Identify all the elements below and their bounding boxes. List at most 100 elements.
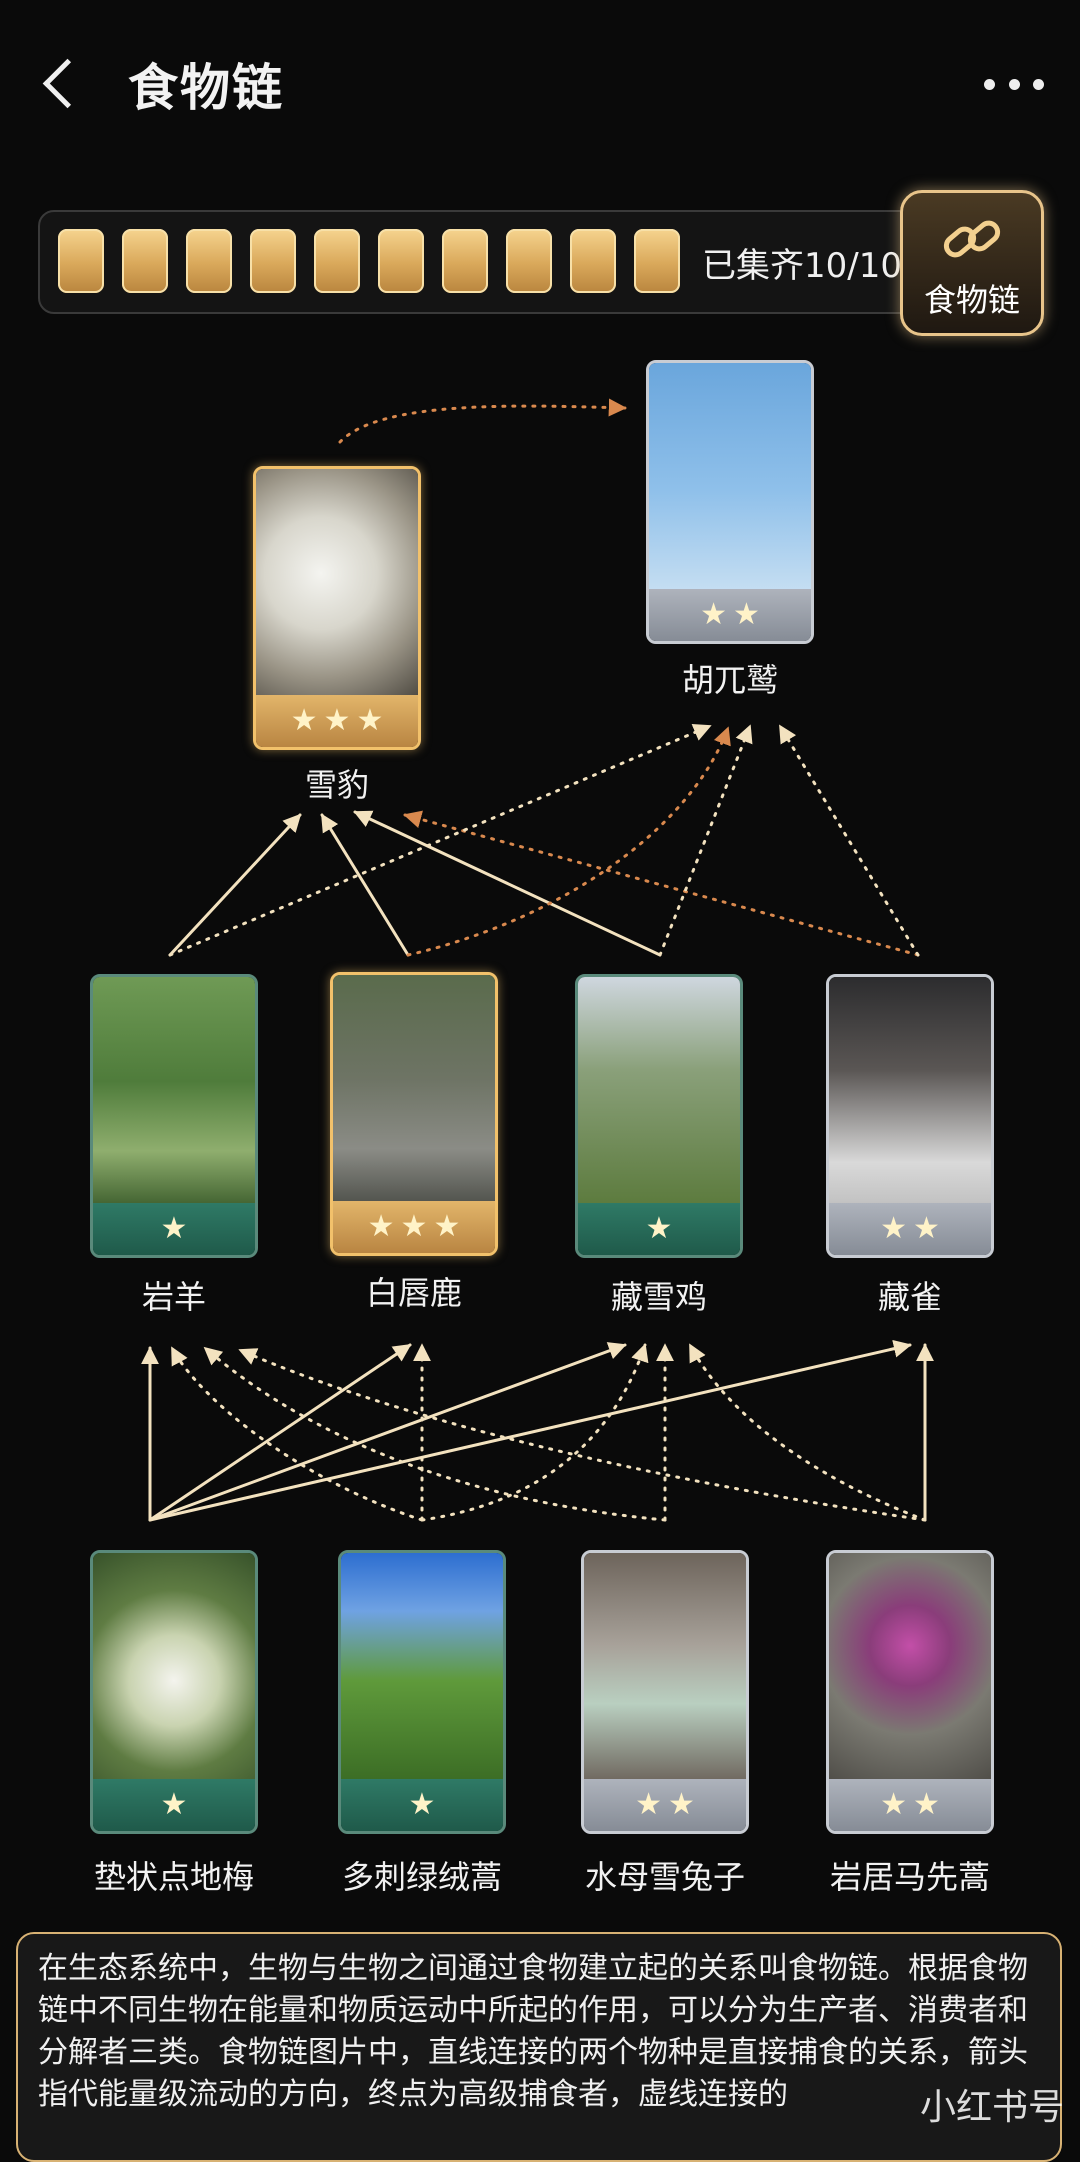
star-icon: ★ bbox=[323, 703, 351, 738]
rarity-stars: ★★ bbox=[584, 1779, 746, 1831]
species-card-flower1[interactable]: ★ bbox=[90, 1550, 258, 1834]
star-icon: ★ bbox=[913, 1787, 940, 1822]
collected-slot bbox=[378, 229, 424, 293]
collected-slot bbox=[634, 229, 680, 293]
link-partridge-vulture bbox=[658, 724, 753, 957]
link-flower1-partridge bbox=[148, 1342, 627, 1522]
link-finch-vulture bbox=[778, 724, 920, 957]
rarity-stars: ★ bbox=[93, 1779, 255, 1831]
species-card-leopard[interactable]: ★★★ bbox=[253, 466, 421, 750]
species-card-flower2[interactable]: ★ bbox=[338, 1550, 506, 1834]
collection-slots bbox=[58, 229, 680, 293]
more-options-button[interactable] bbox=[984, 70, 1044, 98]
snow-lotus-image bbox=[584, 1553, 746, 1785]
species-name-goat: 岩羊 bbox=[141, 1278, 206, 1316]
species-name-flower4: 岩居马先蒿 bbox=[829, 1858, 990, 1896]
star-icon: ★ bbox=[290, 703, 318, 738]
rarity-stars: ★★★ bbox=[333, 1201, 495, 1253]
collected-slot bbox=[442, 229, 488, 293]
food-chain-description: 在生态系统中，生物与生物之间通过食物建立起的关系叫食物链。根据食物链中不同生物在… bbox=[16, 1932, 1062, 2162]
rarity-stars: ★★ bbox=[649, 589, 811, 641]
dot-icon bbox=[1008, 78, 1020, 90]
collected-slot bbox=[186, 229, 232, 293]
watermark: 小红书号 bbox=[920, 2087, 1065, 2128]
species-card-flower4[interactable]: ★★ bbox=[826, 1550, 994, 1834]
star-icon: ★ bbox=[700, 597, 727, 632]
species-card-goat[interactable]: ★ bbox=[90, 974, 258, 1258]
link-finch-leopard bbox=[403, 810, 920, 957]
star-icon: ★ bbox=[668, 1787, 695, 1822]
rarity-stars: ★ bbox=[341, 1779, 503, 1831]
tibetan-snowcock-image bbox=[578, 977, 740, 1209]
species-card-flower3[interactable]: ★★ bbox=[581, 1550, 749, 1834]
star-icon: ★ bbox=[160, 1787, 188, 1822]
link-flower1-deer bbox=[148, 1343, 412, 1522]
species-name-flower2: 多刺绿绒蒿 bbox=[341, 1858, 502, 1896]
snow-leopard-image bbox=[256, 469, 418, 701]
progress-status: 已集齐10/10 bbox=[702, 246, 902, 286]
collected-slot bbox=[122, 229, 168, 293]
species-name-deer: 白唇鹿 bbox=[365, 1274, 462, 1312]
star-icon: ★ bbox=[645, 1211, 673, 1246]
star-icon: ★ bbox=[356, 703, 384, 738]
species-name-flower1: 垫状点地梅 bbox=[93, 1858, 254, 1896]
link-icon bbox=[943, 220, 1001, 258]
rarity-stars: ★ bbox=[578, 1203, 740, 1255]
star-icon: ★ bbox=[408, 1787, 436, 1822]
lousewort-image bbox=[829, 1553, 991, 1785]
link-partridge-leopard bbox=[353, 810, 662, 957]
link-flower1-finch bbox=[148, 1339, 912, 1522]
link-leopard-vulture bbox=[338, 398, 627, 444]
white-lipped-deer-image bbox=[333, 975, 495, 1207]
collection-progress: 已集齐10/10 bbox=[38, 210, 992, 314]
blue-sheep-image bbox=[93, 977, 255, 1209]
star-icon: ★ bbox=[733, 597, 760, 632]
species-card-vulture[interactable]: ★★ bbox=[646, 360, 814, 644]
blue-poppy-image bbox=[341, 1553, 503, 1785]
link-goat-leopard bbox=[168, 813, 302, 957]
dot-icon bbox=[984, 78, 995, 90]
link-flower4-partridge bbox=[688, 1343, 927, 1522]
rarity-stars: ★ bbox=[93, 1203, 255, 1255]
collected-slot bbox=[570, 229, 616, 293]
species-name-vulture: 胡兀鹫 bbox=[681, 661, 778, 699]
link-flower4-goat bbox=[238, 1348, 927, 1522]
rarity-stars: ★★ bbox=[829, 1203, 991, 1255]
star-icon: ★ bbox=[367, 1209, 395, 1244]
star-icon: ★ bbox=[880, 1787, 907, 1822]
collected-slot bbox=[58, 229, 104, 293]
collected-slot bbox=[250, 229, 296, 293]
rarity-stars: ★★★ bbox=[256, 695, 418, 747]
description-text: 在生态系统中，生物与生物之间通过食物建立起的关系叫食物链。根据食物链中不同生物在… bbox=[38, 1951, 1028, 2112]
species-card-deer[interactable]: ★★★ bbox=[330, 972, 498, 1256]
link-goat-vulture bbox=[168, 724, 712, 957]
food-chain-button-label: 食物链 bbox=[923, 281, 1020, 319]
star-icon: ★ bbox=[400, 1209, 428, 1244]
link-deer-leopard bbox=[320, 813, 410, 957]
species-name-finch: 藏雀 bbox=[877, 1278, 942, 1316]
link-deer-vulture bbox=[406, 726, 731, 957]
link-flower2-goat bbox=[170, 1346, 424, 1522]
species-card-partridge[interactable]: ★ bbox=[575, 974, 743, 1258]
star-icon: ★ bbox=[913, 1211, 940, 1246]
bearded-vulture-image bbox=[649, 363, 811, 595]
food-chain-links bbox=[141, 398, 934, 1522]
dot-icon bbox=[1033, 78, 1044, 90]
star-icon: ★ bbox=[433, 1209, 461, 1244]
star-icon: ★ bbox=[880, 1211, 907, 1246]
food-chain-button[interactable]: 食物链 bbox=[900, 190, 1044, 336]
collected-slot bbox=[506, 229, 552, 293]
link-flower2-partridge bbox=[420, 1343, 649, 1522]
species-name-partridge: 藏雪鸡 bbox=[610, 1278, 707, 1316]
page-title: 食物链 bbox=[128, 59, 284, 117]
rarity-stars: ★★ bbox=[829, 1779, 991, 1831]
species-card-finch[interactable]: ★★ bbox=[826, 974, 994, 1258]
star-icon: ★ bbox=[635, 1787, 662, 1822]
collected-slot bbox=[314, 229, 360, 293]
app-header: 食物链 bbox=[0, 0, 1080, 170]
cushion-androsace-image bbox=[93, 1553, 255, 1785]
star-icon: ★ bbox=[160, 1211, 188, 1246]
species-name-leopard: 雪豹 bbox=[304, 766, 369, 804]
species-name-flower3: 水母雪兔子 bbox=[584, 1858, 745, 1896]
tibetan-finch-image bbox=[829, 977, 991, 1209]
